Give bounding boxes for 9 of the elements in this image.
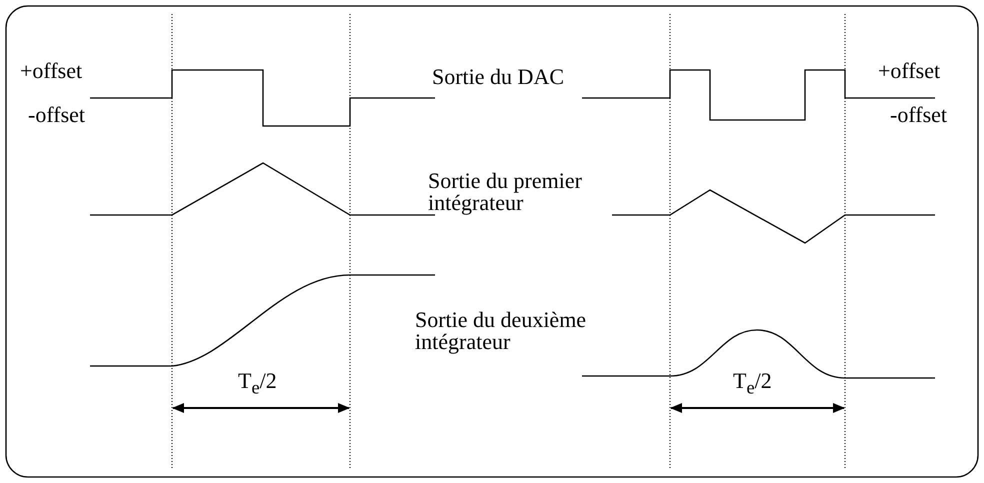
period-label: T$_{e}$/2 (733, 370, 772, 398)
period-label: T$_{e}$/2 (238, 370, 277, 398)
signal-label: Sortie du DAC (432, 66, 564, 88)
level-label: -offset (890, 104, 948, 126)
level-label: +offset (878, 60, 940, 82)
signal-label: Sortie du premier intégrateur (428, 170, 583, 214)
signal-label: Sortie du deuxième intégrateur (415, 309, 588, 353)
level-label: -offset (28, 104, 86, 126)
level-label: +offset (20, 60, 82, 82)
